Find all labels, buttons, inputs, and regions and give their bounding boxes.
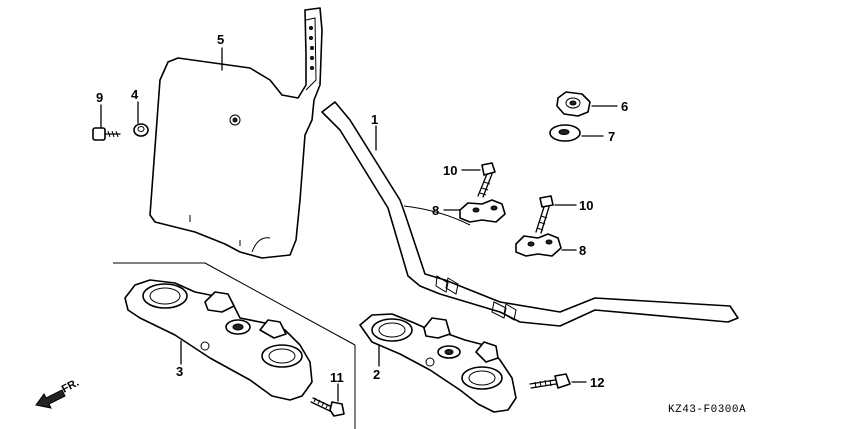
bolt-12	[529, 373, 571, 389]
diagram-code: KZ43-F0300A	[668, 404, 746, 416]
collar-4	[133, 123, 149, 137]
subassembly-frame	[113, 262, 356, 429]
callout-5: 5	[217, 32, 224, 47]
number-plate	[149, 7, 323, 259]
callout-8-upper: 8	[432, 203, 439, 218]
callout-7: 7	[608, 129, 615, 144]
callout-12: 12	[590, 375, 604, 390]
top-bridge-2	[359, 313, 517, 413]
callout-10-lower: 10	[579, 198, 593, 213]
nut-6	[556, 91, 591, 117]
holder-8-upper	[459, 199, 506, 223]
callout-3: 3	[176, 364, 183, 379]
front-direction-arrow-icon	[35, 389, 66, 409]
callout-4: 4	[131, 87, 139, 102]
callout-8-lower: 8	[579, 243, 586, 258]
bolt-10-lower	[535, 195, 554, 234]
handlebar	[321, 101, 739, 327]
front-direction-label: FR.	[60, 377, 81, 396]
washer-7	[549, 124, 581, 142]
callout-2: 2	[373, 367, 380, 382]
bolt-9	[92, 127, 121, 141]
top-bridge-3	[124, 279, 313, 401]
callout-9: 9	[96, 90, 103, 105]
callout-1: 1	[371, 112, 378, 127]
holder-8-lower	[515, 233, 562, 257]
bolt-11	[310, 397, 345, 417]
callout-6: 6	[621, 99, 628, 114]
callout-10-upper: 10	[443, 163, 457, 178]
bolt-10-upper	[477, 162, 496, 198]
callout-11: 11	[330, 370, 344, 385]
